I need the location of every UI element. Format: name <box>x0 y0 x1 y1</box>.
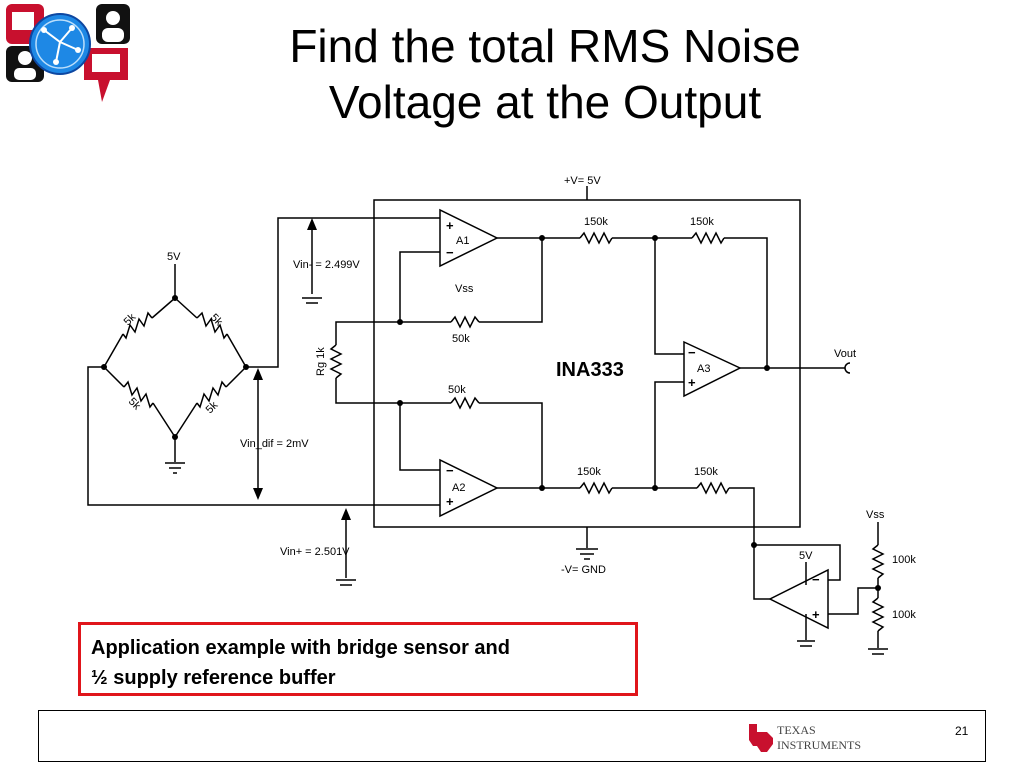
texas-instruments-logo: TEXAS INSTRUMENTS <box>749 723 861 752</box>
bridge-tr-label: 5k <box>208 312 225 329</box>
caption-text: Application example with bridge sensor a… <box>91 633 625 693</box>
buffer-plus-sign: + <box>812 607 820 622</box>
vin-plus-label: Vin+ = 2.501V <box>280 546 350 558</box>
bridge-resistor-bl <box>123 380 154 409</box>
presentation-logo-icon <box>6 4 130 102</box>
vin-minus-label: Vin- = 2.499V <box>293 259 360 271</box>
resistor-150k-1 <box>579 231 613 245</box>
caption-line-2: ½ supply reference buffer <box>91 667 336 689</box>
r100k-top-label: 100k <box>892 554 916 566</box>
resistor-150k-3 <box>579 481 613 495</box>
ti-logo-line-1: TEXAS <box>777 723 816 737</box>
slide-title: Find the total RMS Noise Voltage at the … <box>150 18 940 130</box>
bridge-supply-label: 5V <box>167 251 181 263</box>
buffer-minus-sign: − <box>812 572 820 587</box>
a3-plus-sign: + <box>688 375 696 390</box>
vout-label: Vout <box>834 348 856 360</box>
vin-dif-label: Vin_dif = 2mV <box>240 438 309 450</box>
resistor-50k-top <box>450 315 480 329</box>
opamp-a2 <box>439 458 499 518</box>
a2-plus-sign: + <box>446 494 454 509</box>
buffer-supply-label: 5V <box>799 550 813 562</box>
r150k-3-label: 150k <box>577 466 601 478</box>
chip-name-label: INA333 <box>556 359 624 381</box>
a2-minus-sign: − <box>446 463 454 478</box>
a1-minus-sign: − <box>446 245 454 260</box>
amp-a3-label: A3 <box>697 363 710 375</box>
footer-bar <box>38 710 986 762</box>
texas-state-icon <box>749 724 773 752</box>
amp-a1-label: A1 <box>456 235 469 247</box>
bridge-resistor-tr <box>196 311 228 340</box>
r50k-top-label: 50k <box>452 333 470 345</box>
slide-title-line-2: Voltage at the Output <box>328 76 762 128</box>
supply-negative-label: -V= GND <box>561 564 606 576</box>
opamp-buffer <box>768 568 829 630</box>
resistor-100k-top <box>871 544 885 579</box>
a3-minus-sign: − <box>688 345 696 360</box>
caption-line-1: Application example with bridge sensor a… <box>91 637 510 659</box>
resistor-150k-4 <box>696 481 730 495</box>
bridge-br-label: 5k <box>204 399 221 416</box>
vss-inner-label: Vss <box>455 283 474 295</box>
slide-title-line-1: Find the total RMS Noise <box>289 20 801 72</box>
rg-label: Rg 1k <box>315 347 327 376</box>
amp-a2-label: A2 <box>452 482 465 494</box>
page-number: 21 <box>955 724 969 738</box>
bridge-tl-label: 5k <box>122 311 139 328</box>
bridge-resistor-tl <box>122 311 153 340</box>
resistor-150k-2 <box>691 231 725 245</box>
r50k-bottom-label: 50k <box>448 384 466 396</box>
opamp-a1 <box>439 208 499 268</box>
a1-plus-sign: + <box>446 218 454 233</box>
resistor-rg <box>329 344 343 379</box>
r100k-bottom-label: 100k <box>892 609 916 621</box>
vss-buffer-label: Vss <box>866 509 885 521</box>
resistor-50k-bottom <box>450 396 480 410</box>
caption-box: Application example with bridge sensor a… <box>78 622 638 696</box>
r150k-4-label: 150k <box>694 466 718 478</box>
bridge-resistor-br <box>196 380 227 409</box>
ti-logo-line-2: INSTRUMENTS <box>777 738 861 752</box>
resistor-100k-bottom <box>871 597 885 632</box>
r150k-2-label: 150k <box>690 216 714 228</box>
r150k-1-label: 150k <box>584 216 608 228</box>
supply-positive-label: +V= 5V <box>564 175 601 187</box>
opamp-a3 <box>683 340 742 398</box>
